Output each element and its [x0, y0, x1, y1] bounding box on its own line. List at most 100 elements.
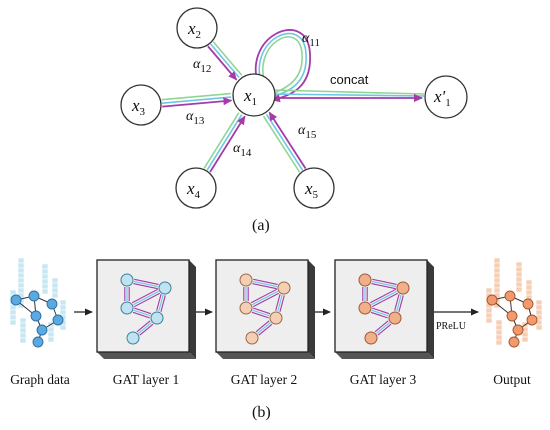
panel-a: x2 x3 x4 x5 x1 x'1 α12 α13 α14 α15 α11 c… [120, 7, 468, 234]
feature-cell [59, 304, 67, 311]
layer-node [239, 273, 253, 287]
feature-cell [493, 257, 501, 264]
box-face [96, 259, 190, 353]
node-x2: x2 [176, 7, 218, 49]
feature-cell [19, 317, 27, 324]
feature-cell [51, 287, 59, 294]
graph-node [36, 324, 48, 336]
box-bottom [97, 352, 196, 359]
attention-edge [376, 322, 390, 334]
edge-x5-head-2 [265, 113, 304, 171]
attention-edge [372, 278, 397, 285]
layer-node [120, 273, 134, 287]
svg-text:x5: x5 [304, 179, 319, 201]
attention-edge [133, 292, 161, 308]
stage-label-output: Output [493, 372, 531, 387]
graph-node [522, 298, 534, 310]
stage-label-gat-layer-3: GAT layer 3 [350, 372, 417, 387]
feature-cell [47, 331, 55, 338]
feature-cell [535, 304, 543, 311]
caption-a: (a) [252, 217, 270, 234]
svg-text:x1: x1 [243, 86, 257, 108]
stage-label-gat-layer-2: GAT layer 2 [231, 372, 298, 387]
edge-x5-head-3 [268, 111, 307, 169]
attention-edge [374, 320, 389, 333]
attention-edge [131, 288, 159, 304]
graph-node [486, 294, 498, 306]
box-side [189, 260, 196, 359]
box-side [427, 260, 434, 359]
attention-edge [134, 307, 152, 315]
edge-x2-head-1 [212, 41, 243, 76]
gat-layer-2-box [215, 259, 315, 359]
feature-cell [515, 276, 523, 283]
edge-x4-head-3 [209, 115, 246, 173]
prelu-label: PReLU [436, 321, 467, 332]
graph-node [10, 294, 22, 306]
attention-edge [160, 295, 166, 312]
feature-cell [41, 283, 49, 290]
feature-cell [495, 329, 503, 336]
feature-cell [485, 307, 493, 314]
feature-cell [19, 337, 27, 344]
feature-cell [515, 286, 523, 293]
feature-cell [17, 272, 25, 279]
attention-edge [371, 283, 396, 290]
attention-edge [275, 294, 281, 311]
layer-node [277, 281, 291, 295]
attention-edge [396, 294, 402, 312]
feature-cell [521, 336, 529, 343]
layer-node [358, 301, 372, 315]
box-bottom [335, 352, 434, 359]
layer-node [126, 331, 140, 345]
attention-edge [134, 278, 159, 285]
attention-edge [138, 322, 152, 334]
feature-cell [41, 278, 49, 285]
feature-cell [495, 339, 503, 346]
node-x5: x5 [293, 167, 335, 209]
feature-cell [493, 302, 501, 309]
feature-cell [9, 309, 17, 316]
attention-edge [370, 290, 398, 306]
feature-cell [59, 309, 67, 316]
layer-node [364, 331, 378, 345]
attention-edge [255, 320, 270, 333]
feature-cell [17, 267, 25, 274]
alpha-11-label: α11 [302, 31, 320, 49]
edge-x5-head-1 [262, 115, 301, 173]
feature-cell [515, 281, 523, 288]
attention-edge [252, 283, 277, 290]
alpha-12-label: α12 [193, 57, 211, 75]
attention-edge [253, 307, 271, 315]
feature-cell [485, 317, 493, 324]
caption-b: (b) [252, 404, 271, 421]
graph-node [526, 314, 538, 326]
layer-node [245, 331, 259, 345]
feature-cell [493, 277, 501, 284]
stage-label-graph-data: Graph data [10, 372, 70, 387]
feature-cell [17, 282, 25, 289]
feature-cell [493, 287, 501, 294]
attention-edge [158, 294, 164, 312]
graph-data-icon [9, 257, 67, 348]
attention-edge [251, 311, 269, 319]
attention-edge [253, 278, 278, 285]
feature-cell [535, 299, 543, 306]
edge-x2-head-2 [209, 43, 240, 79]
layer-node [269, 311, 283, 325]
feature-cell [515, 266, 523, 273]
edge-x3-head-3 [162, 97, 233, 108]
layer-node [358, 273, 372, 287]
box-bottom [216, 352, 315, 359]
feature-cell [51, 292, 59, 299]
feature-cell [9, 304, 17, 311]
feature-cell [485, 287, 493, 294]
feature-cell [515, 271, 523, 278]
attention-edge [252, 292, 280, 308]
feature-cell [17, 257, 25, 264]
feature-cell [17, 287, 25, 294]
attention-edge [136, 320, 151, 333]
feature-cell [535, 309, 543, 316]
alpha-15-label: α15 [298, 123, 317, 141]
